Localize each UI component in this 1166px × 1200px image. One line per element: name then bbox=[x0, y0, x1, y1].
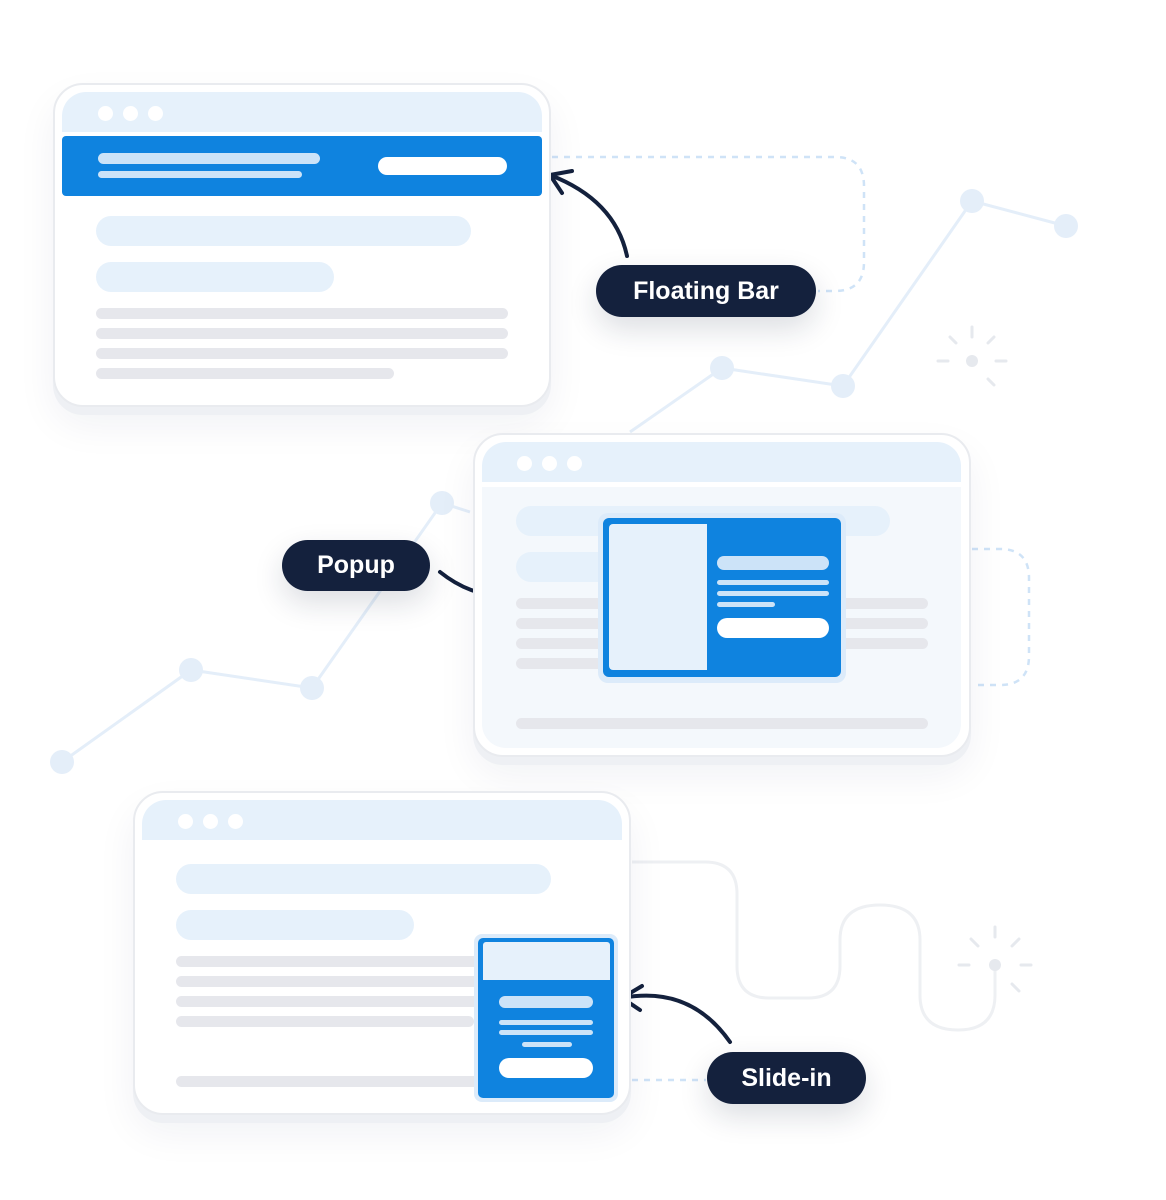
popup-image bbox=[609, 524, 707, 670]
popup-cta-button[interactable] bbox=[717, 618, 829, 638]
text-placeholder bbox=[717, 602, 775, 607]
text-line bbox=[176, 976, 486, 987]
window-dot bbox=[517, 456, 532, 471]
text-placeholder bbox=[499, 996, 593, 1008]
text-placeholder bbox=[522, 1042, 572, 1047]
label-floating-bar: Floating Bar bbox=[596, 265, 816, 317]
cta-button[interactable] bbox=[378, 157, 507, 175]
heading-placeholder bbox=[176, 864, 551, 894]
text-line bbox=[516, 718, 928, 729]
text-line bbox=[96, 308, 508, 319]
heading-placeholder bbox=[96, 216, 471, 246]
text-placeholder bbox=[98, 153, 320, 164]
text-placeholder bbox=[717, 591, 829, 596]
window-dot bbox=[178, 814, 193, 829]
text-placeholder bbox=[499, 1030, 593, 1035]
text-line bbox=[176, 1076, 486, 1087]
trend-points bbox=[50, 189, 1078, 774]
window-dot bbox=[148, 106, 163, 121]
text-line bbox=[176, 1016, 474, 1027]
text-line bbox=[176, 996, 486, 1007]
dashed-connectors bbox=[552, 155, 1031, 1082]
sparkle-icon bbox=[936, 325, 1033, 993]
text-line bbox=[96, 368, 394, 379]
wavy-line bbox=[632, 860, 997, 1032]
window-dot bbox=[542, 456, 557, 471]
text-line bbox=[176, 956, 486, 967]
heading-placeholder bbox=[176, 910, 414, 940]
window-dot bbox=[203, 814, 218, 829]
window-dot bbox=[98, 106, 113, 121]
text-placeholder bbox=[717, 556, 829, 570]
text-placeholder bbox=[98, 171, 302, 178]
title-bar bbox=[62, 92, 542, 132]
title-bar bbox=[142, 800, 622, 840]
title-bar bbox=[482, 442, 961, 482]
label-slide-in: Slide-in bbox=[707, 1052, 866, 1104]
slide-in-cta-button[interactable] bbox=[499, 1058, 593, 1078]
slide-in-image bbox=[483, 942, 610, 980]
text-placeholder bbox=[499, 1020, 593, 1025]
window-dot bbox=[567, 456, 582, 471]
window-dot bbox=[228, 814, 243, 829]
text-line bbox=[96, 328, 508, 339]
window-dot bbox=[123, 106, 138, 121]
label-popup: Popup bbox=[282, 540, 430, 591]
text-placeholder bbox=[717, 580, 829, 585]
heading-placeholder bbox=[96, 262, 334, 292]
text-line bbox=[96, 348, 508, 359]
